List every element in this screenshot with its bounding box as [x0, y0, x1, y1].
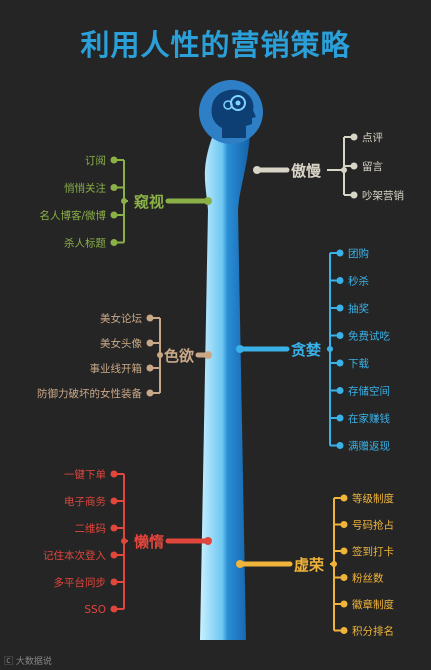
lust-category-label: 色欲 [164, 347, 194, 365]
arrogance-item-label: 留言 [362, 160, 383, 173]
laziness-item-dot [110, 524, 118, 532]
greed-item-label: 在家赚钱 [348, 412, 390, 425]
arrogance-item-dot [350, 162, 358, 170]
lust-item-label: 事业线开箱 [90, 362, 143, 375]
voyeurism-item-label: 名人博客/微博 [39, 209, 106, 222]
spine [200, 135, 250, 640]
greed-item-dot [336, 442, 344, 449]
vanity-item-dot [340, 521, 348, 528]
laziness-item-dot [110, 578, 118, 586]
laziness-item-dot [110, 470, 118, 478]
voyeurism-item-label: 悄悄关注 [64, 182, 106, 195]
greed-item-label: 团购 [348, 247, 369, 260]
lust-item-dot [146, 389, 154, 397]
vanity-item-dot [340, 627, 348, 634]
footer-watermark: 🄲 大数据说 [4, 654, 52, 667]
greed-item-label: 存储空间 [348, 385, 390, 398]
vanity-item-label: 徽章制度 [352, 598, 394, 611]
greed-item-dot [336, 304, 344, 312]
vanity-item-label: 签到打卡 [352, 545, 394, 558]
laziness-item-dot [110, 605, 118, 613]
vanity-spine-dot [236, 560, 244, 568]
voyeurism-item-dot [110, 239, 118, 246]
footer-logo: 🄲 [4, 657, 16, 667]
vanity-item-dot [340, 600, 348, 608]
arrogance-item-dot [350, 133, 358, 141]
greed-item-label: 满赠返现 [348, 440, 390, 453]
vanity-item-dot [340, 547, 348, 555]
greed-item-label: 抽奖 [348, 302, 369, 315]
footer-text: 大数据说 [15, 657, 52, 667]
lust-item-label: 美女论坛 [100, 312, 142, 325]
greed-item-label: 秒杀 [348, 275, 369, 288]
brain-gear-icon [223, 95, 246, 111]
voyeurism-category-label: 窥视 [134, 193, 164, 211]
greed-category-label: 贪婪 [291, 341, 321, 359]
laziness-category-label: 懒惰 [134, 533, 164, 551]
laziness-item-label: 记住本次登入 [43, 549, 106, 562]
greed-item-dot [336, 359, 344, 367]
greed-item-label: 免费试吃 [348, 330, 390, 343]
greed-item-dot [336, 249, 344, 257]
greed-item-dot [336, 277, 344, 284]
lust-item-dot [146, 364, 154, 372]
lust-spine-dot [204, 351, 212, 359]
arrogance-category-label: 傲慢 [291, 162, 322, 180]
greed-item-dot [336, 332, 344, 339]
lust-item-label: 美女头像 [100, 337, 142, 350]
vanity-category-label: 虚荣 [294, 556, 325, 574]
laziness-item-label: 二维码 [75, 522, 107, 535]
arrogance-item-label: 点评 [362, 132, 383, 144]
voyeurism-item-label: 订阅 [85, 154, 106, 167]
lust-item-dot [146, 314, 154, 322]
greed-item-label: 下载 [348, 358, 369, 370]
vanity-item-dot [340, 494, 348, 502]
lust-item-dot [146, 339, 154, 347]
lust-item-label: 防御力破坏的女性装备 [37, 387, 142, 400]
vanity-item-label: 积分排名 [352, 625, 394, 638]
voyeurism-spine-dot [204, 197, 212, 205]
arrogance-item-dot [350, 191, 358, 199]
voyeurism-item-dot [110, 211, 118, 219]
vanity-item-dot [340, 574, 348, 581]
laziness-item-label: SSO [84, 604, 106, 616]
greed-spine-dot [236, 345, 244, 353]
voyeurism-item-label: 杀人标题 [64, 237, 106, 250]
laziness-item-dot [110, 551, 118, 559]
arrogance-item-label: 吵架营销 [362, 189, 404, 202]
vanity-item-label: 粉丝数 [352, 572, 384, 585]
laziness-item-label: 电子商务 [64, 495, 106, 508]
laziness-spine-dot [204, 537, 212, 545]
page-title: 利用人性的营销策略 [80, 28, 351, 62]
head-spine [199, 80, 263, 640]
laziness-item-dot [110, 497, 118, 505]
vanity-item-label: 号码抢占 [352, 519, 394, 532]
voyeurism-item-dot [110, 184, 118, 191]
vanity-item-label: 等级制度 [352, 492, 394, 505]
voyeurism-item-dot [110, 156, 118, 164]
laziness-item-label: 一键下单 [64, 468, 106, 481]
greed-item-dot [336, 387, 344, 394]
arrogance-spine-dot [253, 166, 261, 174]
laziness-item-label: 多平台同步 [54, 576, 107, 589]
greed-item-dot [336, 414, 344, 422]
